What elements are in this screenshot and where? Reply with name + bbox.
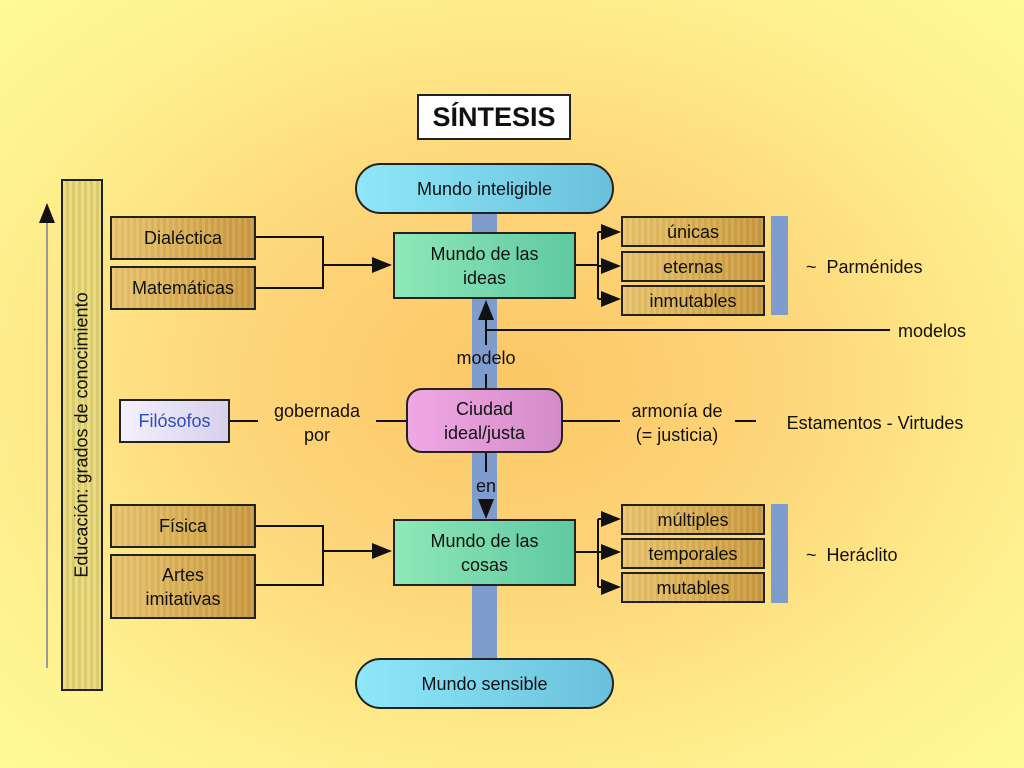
trait-unicas: únicas — [621, 216, 765, 247]
models-label: modelos — [898, 321, 967, 341]
trait-mutables: mutables — [621, 572, 765, 603]
trait-eternas: eternas — [621, 251, 765, 282]
title-box: SÍNTESIS — [417, 94, 571, 140]
source-matematicas: Matemáticas — [110, 266, 256, 310]
estates-virtues-label: Estamentos - Virtudes — [786, 413, 964, 433]
source-fisica: Física — [110, 504, 256, 548]
source-artes: Artes imitativas — [110, 554, 256, 619]
source-dialectica: Dialéctica — [110, 216, 256, 260]
side-label: Educación: grados de conocimiento — [72, 292, 92, 578]
model-label: modelo — [456, 348, 516, 368]
education-levels-bar: Educación: grados de conocimiento — [61, 179, 103, 691]
harmony-label: armonía de (= justicia) — [631, 401, 723, 445]
trait-multiples: múltiples — [621, 504, 765, 535]
world-of-things: Mundo de las cosas — [393, 519, 576, 586]
governed-by-label: gobernada por — [273, 401, 361, 445]
intelligible-world: Mundo inteligible — [355, 163, 614, 214]
heraclito-label: ~ Heráclito — [806, 545, 898, 565]
philosophers-box: Filósofos — [119, 399, 230, 443]
sensible-world: Mundo sensible — [355, 658, 614, 709]
trait-temporales: temporales — [621, 538, 765, 569]
ideal-city: Ciudad ideal/justa — [406, 388, 563, 453]
in-label: en — [475, 476, 497, 496]
world-of-ideas: Mundo de las ideas — [393, 232, 576, 299]
parmenides-label: ~ Parménides — [806, 257, 923, 277]
trait-inmutables: inmutables — [621, 285, 765, 316]
